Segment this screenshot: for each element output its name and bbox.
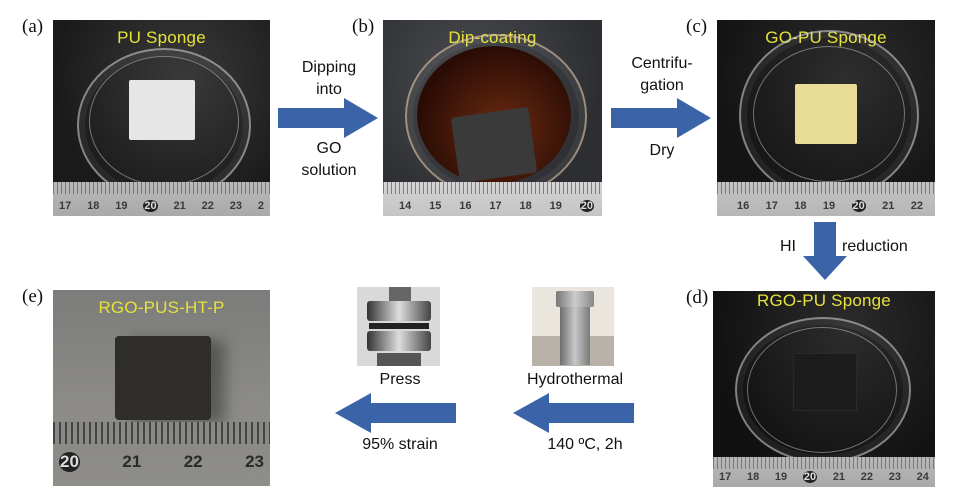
step-press-above: Press xyxy=(379,371,421,388)
step-ab-line2: into xyxy=(316,81,342,98)
press-rod xyxy=(389,287,411,301)
petri-dish-inner xyxy=(747,327,897,453)
ruler-number: 18 xyxy=(794,200,807,212)
ruler-number-circled: 20 xyxy=(579,200,594,212)
ruler: 17 18 19 20 21 22 23 2 xyxy=(53,182,270,216)
ruler-number-circled: 20 xyxy=(59,452,80,472)
photo-rgo-pus-ht-p: RGO-PUS-HT-P 20 21 22 23 xyxy=(53,290,270,486)
ruler-number: 21 xyxy=(882,200,895,212)
ruler-number: 16 xyxy=(737,200,750,212)
ruler-number: 19 xyxy=(822,200,836,212)
arrow-right-ab xyxy=(278,98,380,138)
ruler-number: 17 xyxy=(765,200,778,212)
photo-press xyxy=(357,287,440,366)
step-bc-above: Centrifu- gation xyxy=(612,53,712,97)
final-sponge xyxy=(115,336,211,420)
ruler-number: 22 xyxy=(910,200,923,212)
ruler-number: 22 xyxy=(183,452,203,471)
step-bc-below: Dry xyxy=(612,140,712,162)
photo-title-a: PU Sponge xyxy=(117,28,206,47)
arrow-right-icon xyxy=(278,98,378,138)
panel-label-e: (e) xyxy=(22,286,44,307)
ruler-number: 21 xyxy=(173,200,186,212)
autoclave-cap xyxy=(556,291,594,307)
white-sponge xyxy=(129,80,195,140)
step-bc-line3: Dry xyxy=(649,142,675,159)
ruler-number-circled: 20 xyxy=(851,200,866,212)
arrow-down-cd xyxy=(803,222,847,280)
arrow-right-bc xyxy=(611,98,713,138)
step-ab-above: Dipping into xyxy=(284,57,374,101)
arrow-left-hydro xyxy=(513,393,635,433)
photo-hydrothermal-autoclave xyxy=(532,287,614,366)
ruler: 14 15 16 17 18 19 20 xyxy=(383,182,602,216)
petri-dish-inner xyxy=(753,46,905,182)
step-cd-left: HI xyxy=(780,238,796,255)
step-hydro-below: 140 ºC, 2h xyxy=(547,436,623,453)
step-ab-line1: Dipping xyxy=(301,59,357,76)
step-ab-line3: GO xyxy=(316,140,342,157)
step-ab-below: GO solution xyxy=(284,138,374,182)
photo-title-d: RGO-PU Sponge xyxy=(757,291,891,310)
panel-label-a: (a) xyxy=(22,16,44,37)
ruler-number: 18 xyxy=(519,200,532,212)
ruler-number: 17 xyxy=(489,200,502,212)
ruler-number: 19 xyxy=(115,200,128,212)
photo-rgo-pu-sponge: RGO-PU Sponge 17 18 19 20 21 22 23 24 xyxy=(713,291,935,487)
ruler-number-circled: 20 xyxy=(802,471,818,483)
ruler-number: 14 xyxy=(399,200,412,212)
ruler-number: 21 xyxy=(122,452,142,471)
arrow-right-icon xyxy=(611,98,711,138)
ruler-number: 19 xyxy=(549,200,562,212)
arrow-left-icon xyxy=(513,393,634,433)
press-base xyxy=(377,353,421,366)
panel-label-d: (d) xyxy=(686,287,709,308)
ruler: 17 18 19 20 21 22 23 24 xyxy=(713,457,935,487)
ruler-number: 19 xyxy=(774,471,788,483)
step-bc-line1: Centrifu- xyxy=(631,55,693,72)
ruler-number: 17 xyxy=(719,471,732,483)
press-top-plate xyxy=(367,301,431,321)
panel-label-c: (c) xyxy=(686,16,708,37)
ruler: 16 17 18 19 20 21 22 xyxy=(717,182,935,216)
black-sponge xyxy=(793,353,857,411)
ruler: 20 21 22 23 xyxy=(53,422,270,486)
step-bc-line2: gation xyxy=(640,77,684,94)
step-ab-line4: solution xyxy=(301,162,357,179)
ruler-number: 23 xyxy=(229,200,242,212)
photo-pu-sponge: PU Sponge 17 18 19 20 21 22 23 2 xyxy=(53,20,270,216)
ruler-number-circled: 20 xyxy=(143,200,158,212)
ruler-number: 21 xyxy=(832,471,846,483)
ruler-number: 22 xyxy=(201,200,214,212)
arrow-left-icon xyxy=(335,393,456,433)
arrow-left-press xyxy=(335,393,457,433)
ruler-number: 23 xyxy=(888,471,901,483)
ruler-number: 2 xyxy=(257,200,264,212)
ruler-number: 17 xyxy=(59,200,72,212)
ruler-number: 23 xyxy=(245,452,264,471)
ruler-number: 22 xyxy=(860,471,874,483)
ruler-number: 18 xyxy=(746,471,760,483)
ruler-number: 16 xyxy=(459,200,472,212)
ruler-number: 18 xyxy=(87,200,100,212)
yellow-sponge xyxy=(795,84,857,144)
ruler-number: 24 xyxy=(916,471,929,483)
ruler-number: 15 xyxy=(429,200,442,212)
panel-label-b: (b) xyxy=(352,16,375,37)
photo-title-e: RGO-PUS-HT-P xyxy=(98,298,225,317)
arrow-down-icon xyxy=(803,222,847,280)
photo-go-pu-sponge: GO-PU Sponge 16 17 18 19 20 21 22 xyxy=(717,20,935,216)
autoclave-body xyxy=(560,307,590,365)
press-bottom-plate xyxy=(367,331,431,351)
coated-sponge xyxy=(450,106,538,184)
pressed-sample xyxy=(369,323,429,329)
step-cd-right: reduction xyxy=(842,238,908,255)
step-hydro-above: Hydrothermal xyxy=(526,371,624,388)
photo-dip-coating: Dip-coating 14 15 16 17 18 19 20 xyxy=(383,20,602,216)
step-press-below: 95% strain xyxy=(362,436,438,453)
